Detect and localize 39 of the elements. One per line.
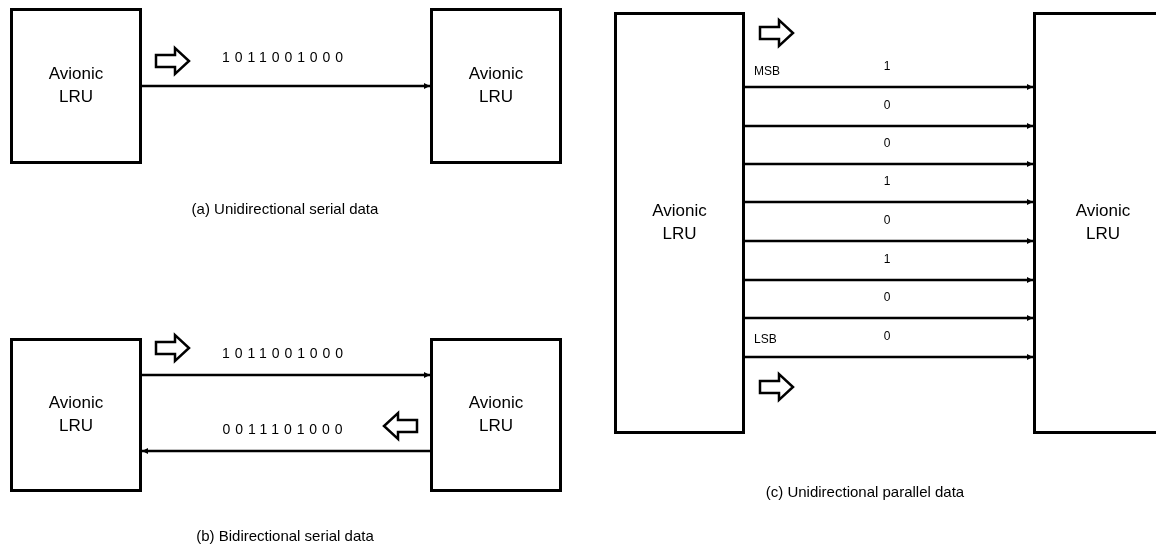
edge-label: 0 xyxy=(882,97,892,114)
edge-label: 0 xyxy=(882,289,892,306)
edge-label: 1 xyxy=(882,173,892,190)
edge-label: 0011101000 xyxy=(221,420,349,438)
edge-label: 0 xyxy=(882,212,892,229)
edge-label: 1011001000 xyxy=(221,48,349,66)
arrow xyxy=(745,199,1033,205)
edge-label: 0 xyxy=(882,135,892,152)
box-label: Avionic LRU xyxy=(467,392,525,437)
lru-box xyxy=(1033,12,1156,434)
bit-order-label: LSB xyxy=(754,331,778,348)
edge-label: 1011001000 xyxy=(221,344,349,362)
arrow xyxy=(745,315,1033,321)
box-label: Avionic LRU xyxy=(467,63,525,108)
box-label: Avionic LRU xyxy=(47,63,105,108)
edge-label: 1 xyxy=(882,58,892,75)
bit-order-label: MSB xyxy=(754,63,781,80)
box-label: Avionic LRU xyxy=(1074,200,1132,245)
lru-box xyxy=(430,8,562,164)
lru-box xyxy=(430,338,562,492)
caption: (c) Unidirectional parallel data xyxy=(764,483,966,501)
arrow xyxy=(142,372,430,378)
box-label: Avionic LRU xyxy=(651,200,708,245)
edge-label: 0 xyxy=(882,328,892,345)
arrow xyxy=(745,84,1033,90)
arrow xyxy=(745,354,1033,360)
box-label: Avionic LRU xyxy=(47,392,105,437)
arrow xyxy=(745,123,1033,129)
arrow xyxy=(142,448,430,454)
lru-box xyxy=(10,8,142,164)
edge-label: 1 xyxy=(882,251,892,268)
caption: (a) Unidirectional serial data xyxy=(190,200,380,218)
arrow xyxy=(745,238,1033,244)
arrow xyxy=(142,83,430,89)
caption: (b) Bidirectional serial data xyxy=(195,527,375,545)
lru-box xyxy=(614,12,745,434)
arrow xyxy=(745,277,1033,283)
lru-box xyxy=(10,338,142,492)
arrow xyxy=(745,161,1033,167)
